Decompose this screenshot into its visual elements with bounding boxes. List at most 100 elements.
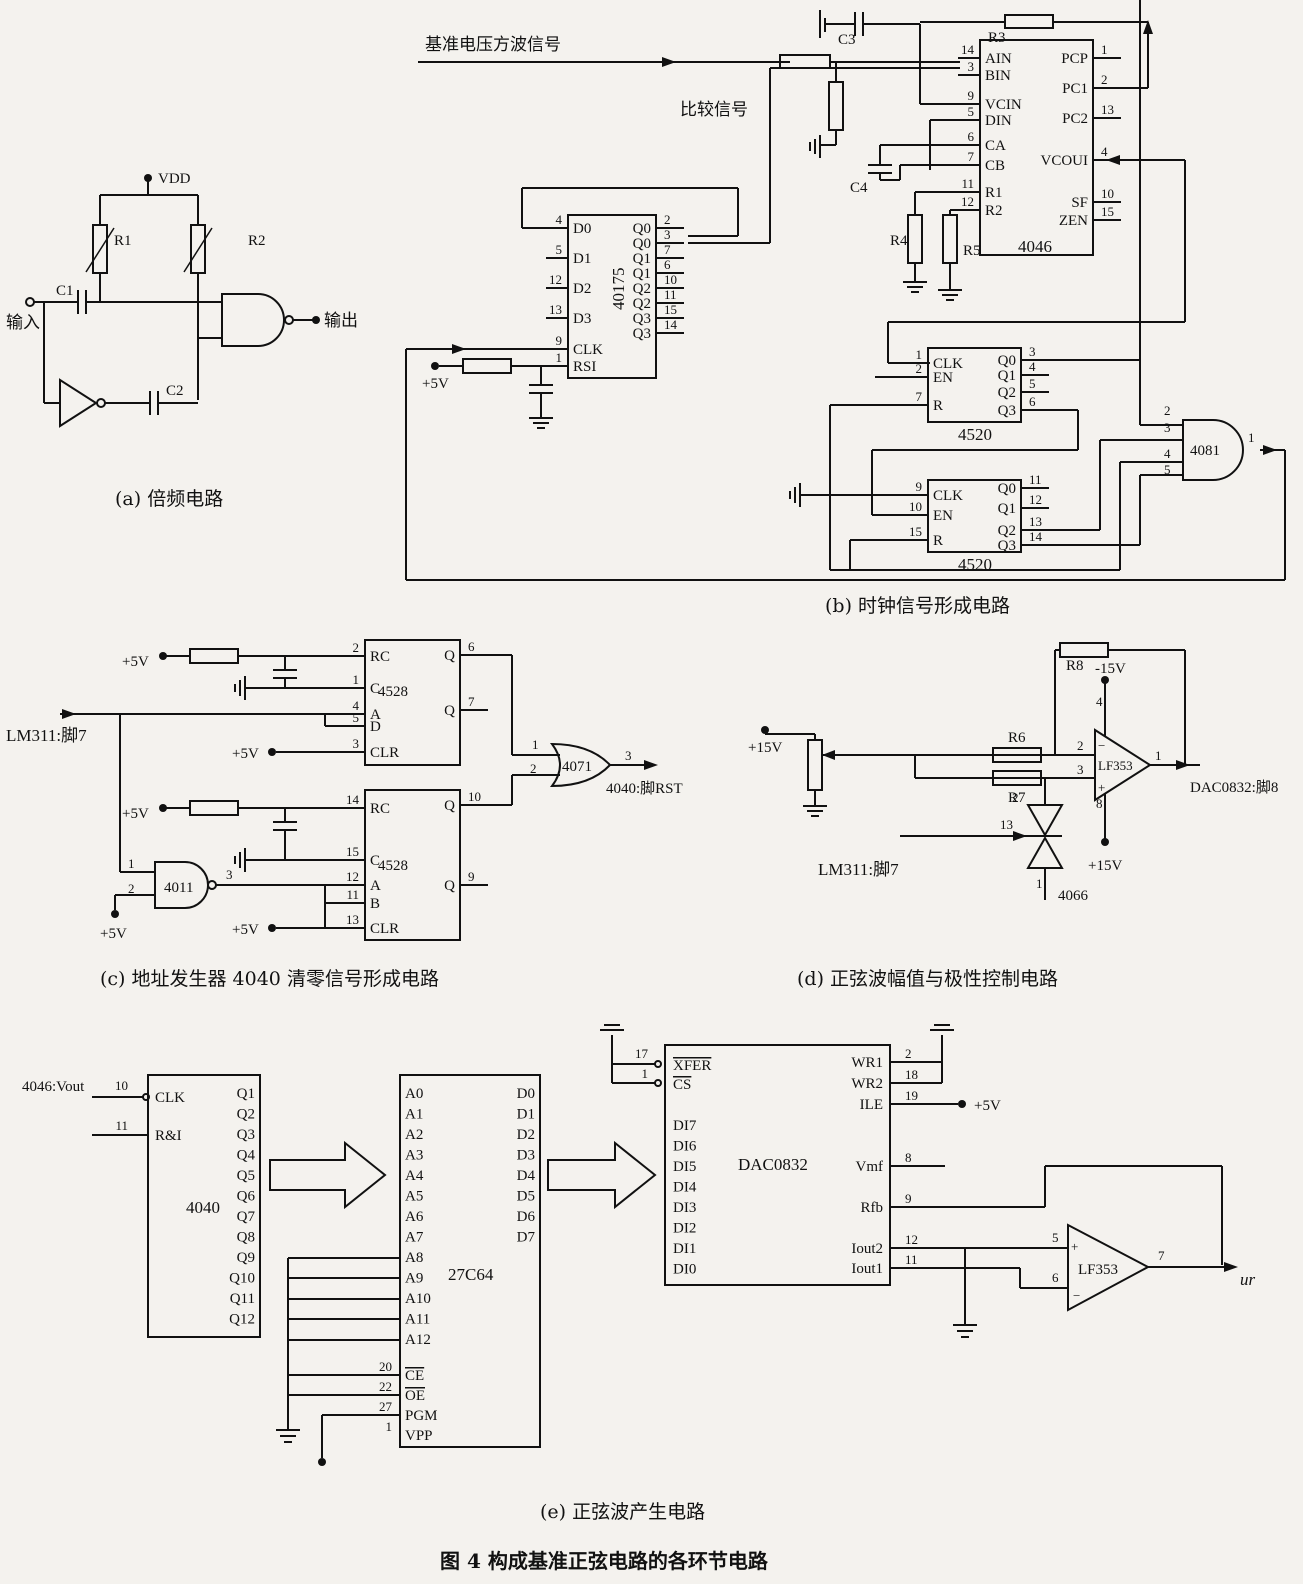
ic40175-pin-num-13: 13 <box>549 302 562 317</box>
dac-pin-xfer: XFER <box>673 1058 711 1074</box>
switch-pin-2: 2 <box>1012 790 1019 805</box>
ic4011-pin-1: 1 <box>128 856 135 871</box>
ic40175-pin-num-11: 11 <box>664 287 677 302</box>
ic4528b-pin-num-10: 10 <box>468 789 481 804</box>
ic4046-pin-num-1: 1 <box>1101 42 1108 57</box>
ic27c64-pin-a5: A5 <box>405 1189 423 1205</box>
ic4040-pin-q5: Q5 <box>237 1168 255 1184</box>
ic4520b-name: 4520 <box>958 555 992 574</box>
ic27c64-pin-d5: D5 <box>517 1189 535 1205</box>
ic40175-pin-num-15: 15 <box>664 302 677 317</box>
panel-b-clock-circuit: 基准电压方波信号 比较信号 C3 R3 <box>405 0 1286 617</box>
dac0832-name: DAC0832 <box>738 1155 808 1174</box>
ic27c64-pin-pgm: PGM <box>405 1408 438 1424</box>
ic40175-pin-num-14: 14 <box>664 317 678 332</box>
panel-d-amplitude-polarity: +15V R6 R7 LF353 − + 2 3 4 -15V 8 +15V 1 <box>748 642 1278 990</box>
dac-pin-vmf: Vmf <box>856 1159 884 1175</box>
ic4046-pin-num-6: 6 <box>968 129 975 144</box>
ic40175-pin-d1: D1 <box>573 251 591 267</box>
ic4528b-pin-num-12: 12 <box>346 869 359 884</box>
ic4528b-pin-num-11: 11 <box>346 887 359 902</box>
lf353-e-pin-7: 7 <box>1158 1248 1165 1263</box>
ic4071-pin-2: 2 <box>530 761 537 776</box>
lf353-e-name: LF353 <box>1078 1262 1118 1278</box>
ic4520b-pin-q0: Q0 <box>998 481 1016 497</box>
ic4046-pin-num-10: 10 <box>1101 186 1114 201</box>
ic27c64-pin-a1: A1 <box>405 1107 423 1123</box>
ic4046-pin-r2: R2 <box>985 203 1003 219</box>
lm311-c-label: LM311:脚7 <box>6 726 87 745</box>
ic4046-pin-num-12: 12 <box>961 194 974 209</box>
plus5v-c4-label: +5V <box>100 926 127 942</box>
ic40175-pin-rsi: RSI <box>573 359 596 375</box>
ic40175-pin-num-10: 10 <box>664 272 677 287</box>
ic40175-pin-num-1: 1 <box>556 350 563 365</box>
ic4046-pin-cb: CB <box>985 158 1005 174</box>
ic40175-pin-num-9: 9 <box>556 333 563 348</box>
ic27c64-pin-num-1: 1 <box>386 1419 393 1434</box>
e-input-label: 4046:Vout <box>22 1079 85 1095</box>
lf353-d-pin-8: 8 <box>1096 796 1103 811</box>
ic4040-pin-q4: Q4 <box>237 1148 256 1164</box>
ic4528b-pin-num-9: 9 <box>468 869 475 884</box>
ic4528b-pin-num-13: 13 <box>346 912 359 927</box>
dac-pin-num-12: 12 <box>905 1232 918 1247</box>
dac-pin-ile: ILE <box>860 1097 883 1113</box>
ic40175-pin-q2: Q2 <box>633 296 651 312</box>
ic4081-pin-1: 1 <box>1248 430 1255 445</box>
ic4528b-pin-rc: RC <box>370 801 390 817</box>
dac-pin-di3: DI3 <box>673 1200 696 1216</box>
ic4081-pin-3: 3 <box>1164 420 1171 435</box>
ic40175-pin-q0: Q0 <box>633 221 651 237</box>
ic4040-pin-q10: Q10 <box>229 1271 255 1287</box>
lf353-d-name: LF353 <box>1098 758 1133 773</box>
lf353-d-pin-3: 3 <box>1077 762 1084 777</box>
ic4520a-pin-num-6: 6 <box>1029 394 1036 409</box>
ic27c64-pin-a10: A10 <box>405 1291 431 1307</box>
r7-label: R7 <box>1008 790 1026 806</box>
ic4520a-pin-clk: CLK <box>933 356 963 372</box>
ic4520a-pin-q0: Q0 <box>998 353 1016 369</box>
r8-label: R8 <box>1066 658 1084 674</box>
ic27c64-pin-oe: OE <box>405 1388 425 1404</box>
ic4081-name: 4081 <box>1190 443 1220 459</box>
ic4528a-name: 4528 <box>378 684 408 700</box>
ic4520b-pin-r: R <box>933 533 943 549</box>
dac-pin-num-1: 1 <box>642 1066 649 1081</box>
ic4040-pin-q1: Q1 <box>237 1086 255 1102</box>
plus15v-d1-label: +15V <box>748 740 782 756</box>
ic4046-pin-din: DIN <box>985 113 1012 129</box>
ic4520b-pin-num-12: 12 <box>1029 492 1042 507</box>
ic4520a-pin-num-7: 7 <box>916 389 923 404</box>
ic4046-pin-num-14: 14 <box>961 42 975 57</box>
ic4046-pin-num-2: 2 <box>1101 72 1108 87</box>
ic27c64-pin-a12: A12 <box>405 1332 431 1348</box>
ic4040-pin-clk: CLK <box>155 1090 185 1106</box>
ic4528b-pin-num-15: 15 <box>346 844 359 859</box>
switch-pin-13: 13 <box>1000 817 1013 832</box>
dac-pin-num-8: 8 <box>905 1150 912 1165</box>
c3-label: C3 <box>838 32 856 48</box>
ic4040-pin-q11: Q11 <box>230 1291 255 1307</box>
input-label: 输入 <box>6 313 40 332</box>
ic40175-pin-num-5: 5 <box>556 242 563 257</box>
dac-pin-num-11: 11 <box>905 1252 918 1267</box>
ic4520b-pin-en: EN <box>933 508 953 524</box>
caption-c: (c) 地址发生器 4040 清零信号形成电路 <box>100 968 439 990</box>
ic40175-pin-num-7: 7 <box>664 242 671 257</box>
r1-label: R1 <box>114 233 132 249</box>
ic4528a-pin-q: Q <box>444 703 455 719</box>
r6-label: R6 <box>1008 730 1026 746</box>
ic40175-pin-q0: Q0 <box>633 236 651 252</box>
ic4046-pin-pc1: PC1 <box>1062 81 1088 97</box>
plus5v-c3-label: +5V <box>122 806 149 822</box>
ic27c64-pin-a6: A6 <box>405 1209 424 1225</box>
ic4528b-pin-c: C <box>370 853 380 869</box>
ic40175-pin-d3: D3 <box>573 311 591 327</box>
ic40175-pin-num-3: 3 <box>664 227 671 242</box>
compare-signal-label: 比较信号 <box>680 100 748 119</box>
dac-pin-di4: DI4 <box>673 1180 697 1196</box>
ic27c64-pin-d1: D1 <box>517 1107 535 1123</box>
ic4528a-pin-rc: RC <box>370 649 390 665</box>
